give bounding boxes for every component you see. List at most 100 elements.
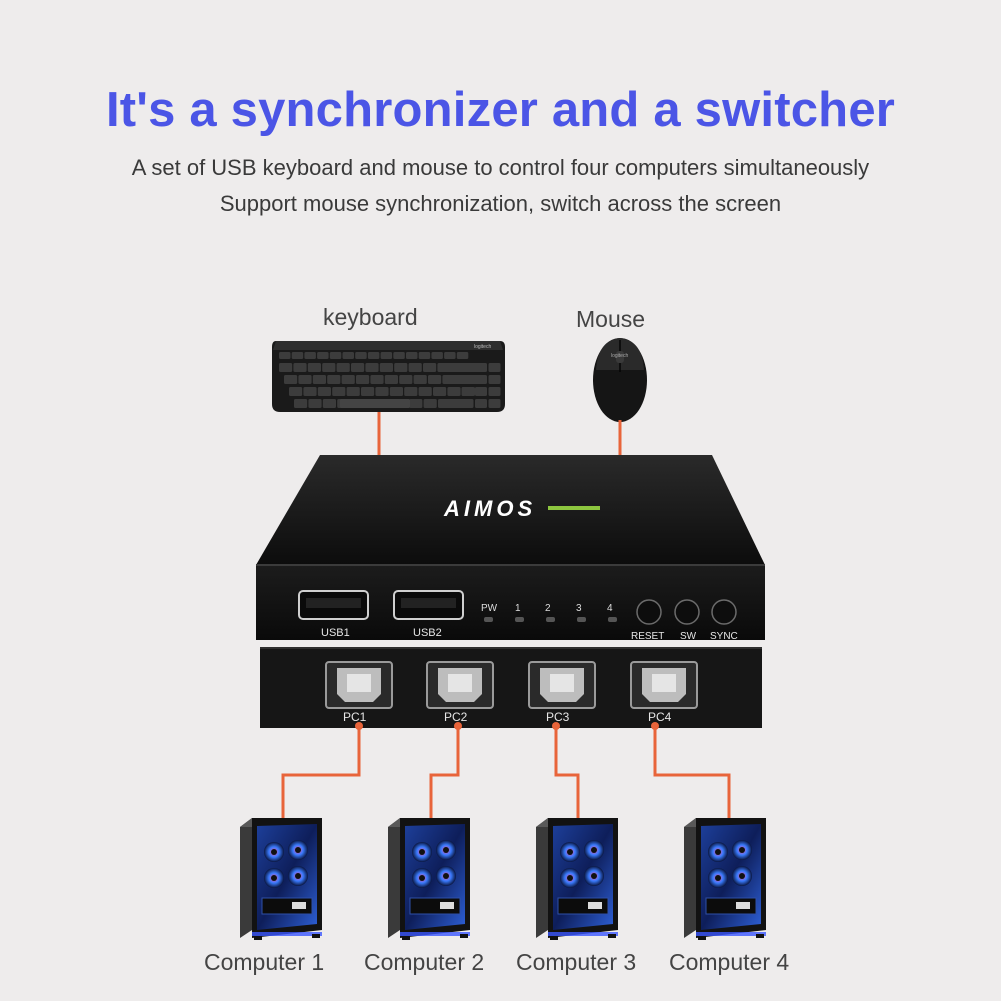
led-1 <box>515 617 524 622</box>
key <box>351 363 365 372</box>
key <box>423 363 437 372</box>
led-label-1: 1 <box>515 603 521 614</box>
key <box>341 375 355 384</box>
numpad-key <box>488 399 501 408</box>
cable-pc2-plug <box>454 722 462 730</box>
key <box>294 399 308 408</box>
led-2 <box>546 617 555 622</box>
computer-2-label: Computer 2 <box>364 949 485 975</box>
key <box>332 387 346 396</box>
computer-1-image <box>240 818 322 940</box>
pc1-label: PC1 <box>343 710 367 724</box>
svg-text:AIMOS: AIMOS <box>443 496 536 521</box>
mouse-label: Mouse <box>576 306 646 332</box>
key <box>408 363 422 372</box>
key <box>289 387 303 396</box>
key <box>291 352 304 359</box>
cable-pc1 <box>281 724 361 830</box>
numpad-key <box>461 375 474 384</box>
key <box>394 363 408 372</box>
key <box>399 375 413 384</box>
sw-button[interactable]: SW <box>674 599 700 642</box>
sync-button[interactable]: SYNC <box>710 599 738 642</box>
key <box>433 387 447 396</box>
computer-1-label: Computer 1 <box>204 949 325 975</box>
key <box>307 363 321 372</box>
subtitle-line-2: Support mouse synchronization, switch ac… <box>219 191 782 216</box>
led-label-4: 4 <box>607 603 613 614</box>
numpad-key <box>475 363 487 372</box>
led-4 <box>608 617 617 622</box>
computer-3-image <box>536 818 618 940</box>
computer-4-image <box>684 818 766 940</box>
key <box>456 352 469 359</box>
key <box>322 399 336 408</box>
cable-pc3-plug <box>552 722 560 730</box>
key <box>423 399 437 408</box>
keyboard-keys <box>279 352 501 408</box>
spacebar <box>340 399 410 408</box>
numpad-key <box>461 387 474 396</box>
numpad-key <box>448 375 460 384</box>
key <box>418 352 431 359</box>
cable-pc4-plug <box>651 722 659 730</box>
usb2-port: USB2 <box>393 590 464 639</box>
keyboard-brand: logitech <box>474 344 491 350</box>
sync-label: SYNC <box>710 631 738 642</box>
pc3-port: PC3 <box>528 661 596 724</box>
key <box>317 387 331 396</box>
key <box>375 387 389 396</box>
subtitle-line-1: A set of USB keyboard and mouse to contr… <box>131 155 870 180</box>
key <box>303 387 317 396</box>
numpad-key <box>448 363 460 372</box>
key <box>279 352 291 359</box>
key <box>329 352 342 359</box>
key <box>312 375 326 384</box>
kvm-switch: AIMOS USB1 USB2 PW 1 2 3 4 <box>256 455 765 728</box>
led-3 <box>577 617 586 622</box>
usb1-port: USB1 <box>298 590 369 639</box>
sw-label: SW <box>680 631 697 642</box>
status-leds: PW 1 2 3 4 <box>481 603 617 622</box>
key <box>384 375 398 384</box>
key <box>284 375 298 384</box>
keyboard-label: keyboard <box>323 304 418 330</box>
numpad-key <box>448 399 460 408</box>
reset-label: RESET <box>631 631 664 642</box>
cable-pc1-plug <box>355 722 363 730</box>
key <box>431 352 443 359</box>
key <box>438 399 452 408</box>
numpad-key <box>448 387 460 396</box>
pc-cables <box>281 722 731 830</box>
mouse-image: logitech <box>593 338 647 422</box>
usb1-label: USB1 <box>321 627 350 639</box>
headline: It's a synchronizer and a switcher <box>105 83 896 137</box>
pc1-port: PC1 <box>325 661 393 724</box>
led-pw <box>484 617 493 622</box>
key <box>346 387 360 396</box>
led-label-2: 2 <box>545 603 551 614</box>
computers <box>240 818 766 940</box>
key <box>409 399 423 408</box>
key <box>444 352 456 359</box>
key <box>365 363 379 372</box>
numpad-key <box>475 387 487 396</box>
numpad-key <box>488 375 501 384</box>
key <box>308 399 322 408</box>
key <box>327 375 341 384</box>
reset-button[interactable]: RESET <box>631 599 664 642</box>
key <box>437 363 451 372</box>
computer-3-label: Computer 3 <box>516 949 637 975</box>
pc2-label: PC2 <box>444 710 468 724</box>
key <box>379 363 393 372</box>
key <box>355 352 367 359</box>
key <box>293 363 307 372</box>
key <box>418 387 432 396</box>
pc4-port: PC4 <box>630 661 698 724</box>
key <box>389 387 403 396</box>
mouse-brand: logitech <box>611 353 628 359</box>
led-label-3: 3 <box>576 603 582 614</box>
cable-pc3 <box>554 724 580 830</box>
key <box>428 375 442 384</box>
key <box>298 375 312 384</box>
